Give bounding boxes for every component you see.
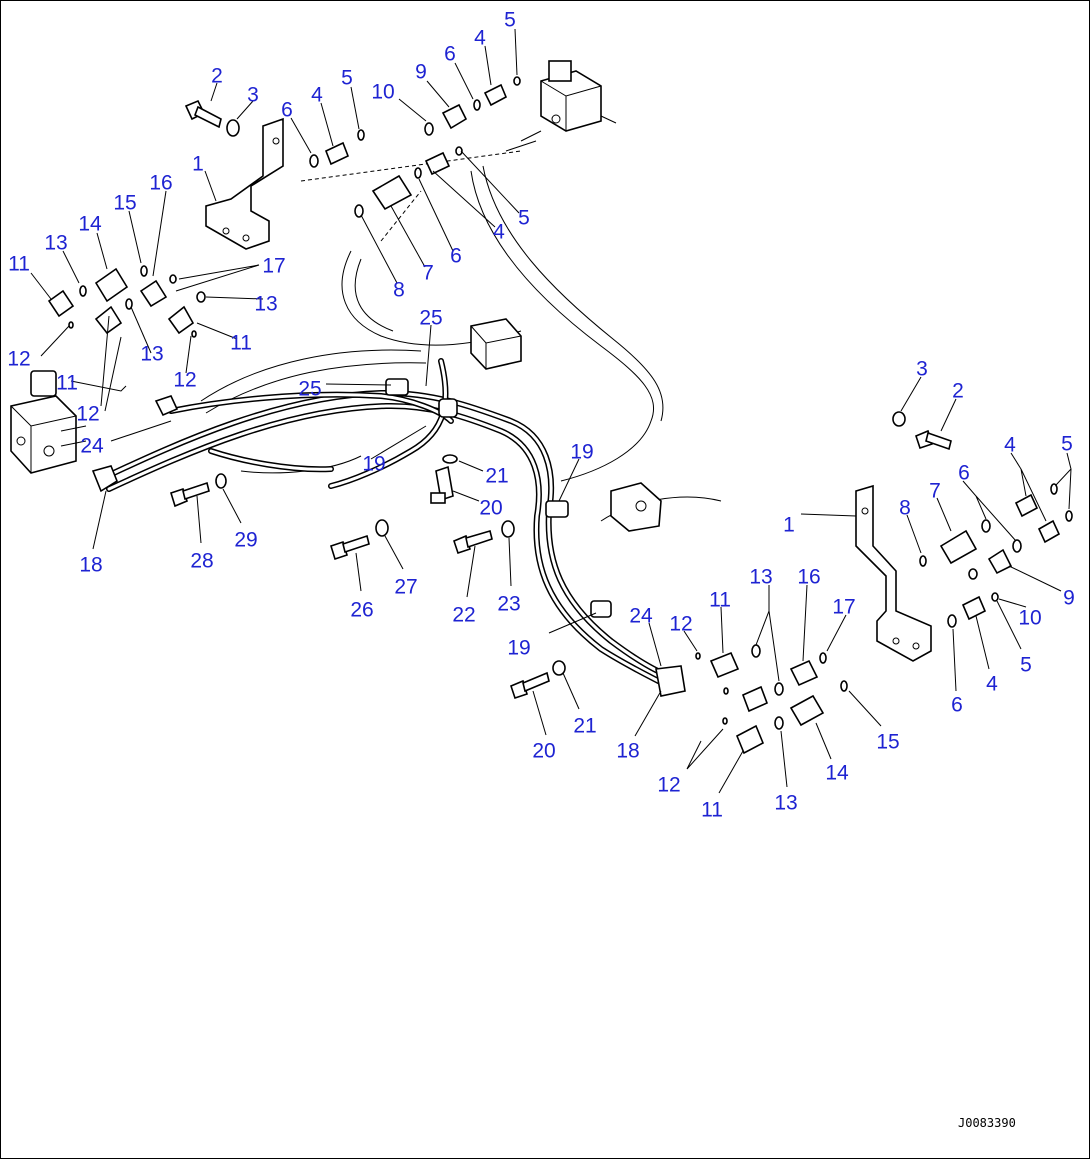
callout-c46: 4 bbox=[1004, 434, 1016, 457]
hose-assembly bbox=[98, 358, 672, 688]
hose-end-fittings bbox=[91, 465, 686, 697]
callout-c68: 12 bbox=[657, 774, 680, 797]
callout-c13: 15 bbox=[113, 192, 136, 215]
callout-c3: 1 bbox=[192, 153, 204, 176]
callout-c20: 13 bbox=[140, 343, 163, 366]
callout-c33: 25 bbox=[298, 378, 321, 401]
callout-c1: 2 bbox=[211, 65, 223, 88]
callout-c66: 13 bbox=[774, 792, 797, 815]
callout-c34: 19 bbox=[362, 453, 385, 476]
callout-c63: 6 bbox=[951, 694, 963, 717]
document-id: J0083390 bbox=[958, 1116, 1016, 1130]
callout-c64: 15 bbox=[876, 731, 899, 754]
callout-c26: 18 bbox=[79, 554, 102, 577]
callout-c19: 11 bbox=[230, 332, 252, 355]
callout-c67: 11 bbox=[701, 799, 723, 822]
callout-c54: 13 bbox=[749, 566, 772, 589]
callout-c58: 12 bbox=[669, 613, 692, 636]
callout-c24: 12 bbox=[76, 403, 99, 426]
callout-c65: 14 bbox=[825, 762, 849, 785]
callout-c59: 24 bbox=[629, 605, 653, 628]
callout-c5: 4 bbox=[311, 84, 323, 107]
callout-c10: 4 bbox=[474, 27, 486, 50]
callout-c28: 4 bbox=[493, 221, 505, 244]
callout-c14: 14 bbox=[78, 213, 102, 236]
callout-c8: 9 bbox=[415, 61, 427, 84]
callout-c36: 20 bbox=[479, 497, 502, 520]
callout-c61: 5 bbox=[1020, 654, 1032, 677]
callout-c2: 3 bbox=[247, 84, 259, 107]
callout-c41: 22 bbox=[452, 604, 475, 627]
callout-c60: 19 bbox=[507, 637, 530, 660]
callout-c38: 29 bbox=[234, 529, 257, 552]
callout-c39: 26 bbox=[350, 599, 373, 622]
callout-c4: 6 bbox=[281, 99, 293, 122]
control-valve-left bbox=[10, 370, 87, 474]
callout-c11: 5 bbox=[504, 9, 516, 32]
callout-c49: 7 bbox=[929, 480, 941, 503]
fittings-center bbox=[170, 454, 566, 700]
callout-c69: 18 bbox=[616, 740, 639, 763]
callout-c9: 6 bbox=[444, 43, 456, 66]
callout-c62: 4 bbox=[986, 673, 998, 696]
callout-c16: 11 bbox=[8, 253, 30, 276]
callout-c55: 16 bbox=[797, 566, 820, 589]
callout-c56: 17 bbox=[832, 596, 855, 619]
control-valve-top bbox=[505, 60, 617, 152]
callout-c17: 17 bbox=[262, 255, 285, 278]
fittings-lower-right bbox=[695, 411, 1073, 755]
leader-lines bbox=[30, 28, 1072, 794]
callout-c12: 16 bbox=[149, 172, 172, 195]
callout-c44: 3 bbox=[916, 358, 928, 381]
callout-c7: 10 bbox=[371, 81, 394, 104]
callout-c23: 12 bbox=[173, 369, 196, 392]
callout-c6: 5 bbox=[341, 67, 353, 90]
callout-c35: 21 bbox=[485, 465, 508, 488]
callout-c18: 13 bbox=[254, 293, 277, 316]
fittings-upper-left bbox=[47, 76, 521, 417]
control-valve-center bbox=[470, 318, 662, 532]
callout-c42: 23 bbox=[497, 593, 520, 616]
bracket-left bbox=[205, 117, 284, 250]
callout-c53: 10 bbox=[1018, 607, 1041, 630]
callout-c27: 5 bbox=[518, 207, 530, 230]
callout-c51: 1 bbox=[783, 514, 795, 537]
callout-c45: 2 bbox=[952, 380, 964, 403]
callout-c37: 28 bbox=[190, 550, 213, 573]
callout-c40: 27 bbox=[394, 576, 417, 599]
callout-c71: 20 bbox=[532, 740, 555, 763]
callout-c25: 24 bbox=[80, 435, 104, 458]
bracket-right bbox=[855, 484, 932, 662]
callout-c70: 21 bbox=[573, 715, 596, 738]
callout-c30: 7 bbox=[422, 262, 434, 285]
callout-c52: 9 bbox=[1063, 587, 1075, 610]
callout-c43: 19 bbox=[570, 441, 593, 464]
callout-c48: 6 bbox=[958, 462, 970, 485]
callout-c15: 13 bbox=[44, 232, 67, 255]
callout-c21: 12 bbox=[7, 348, 30, 371]
callout-c32: 25 bbox=[419, 307, 442, 330]
callout-c31: 8 bbox=[393, 279, 405, 302]
callout-c47: 5 bbox=[1061, 433, 1073, 456]
callout-c29: 6 bbox=[450, 245, 462, 268]
callout-c50: 8 bbox=[899, 497, 911, 520]
callout-c22: 11 bbox=[56, 372, 78, 395]
callout-c57: 11 bbox=[709, 589, 731, 612]
